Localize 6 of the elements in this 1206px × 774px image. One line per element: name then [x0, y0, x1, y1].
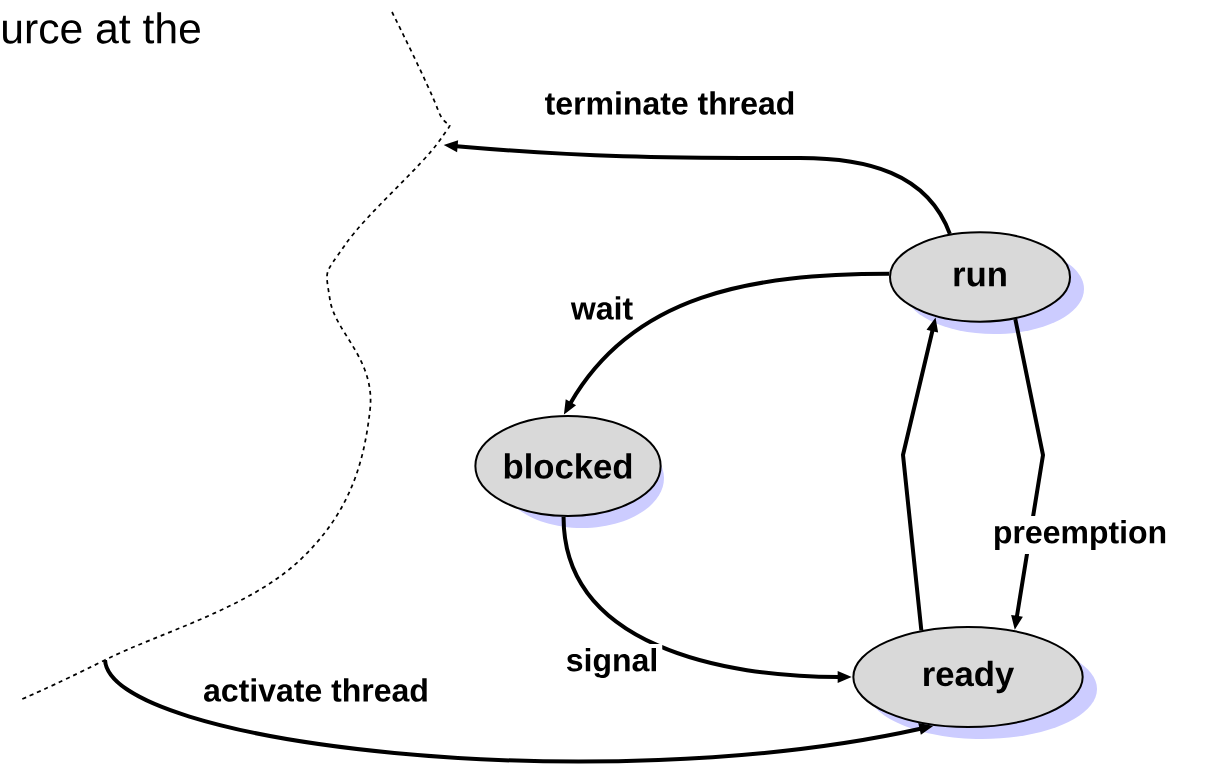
edge-label: terminate thread: [540, 87, 800, 119]
edge-label: wait: [566, 292, 638, 324]
note-text: urce at the: [3, 12, 200, 44]
edge-label: preemption: [988, 516, 1172, 554]
edge-label: activate thread: [199, 674, 433, 706]
edge-label: signal: [561, 644, 663, 682]
